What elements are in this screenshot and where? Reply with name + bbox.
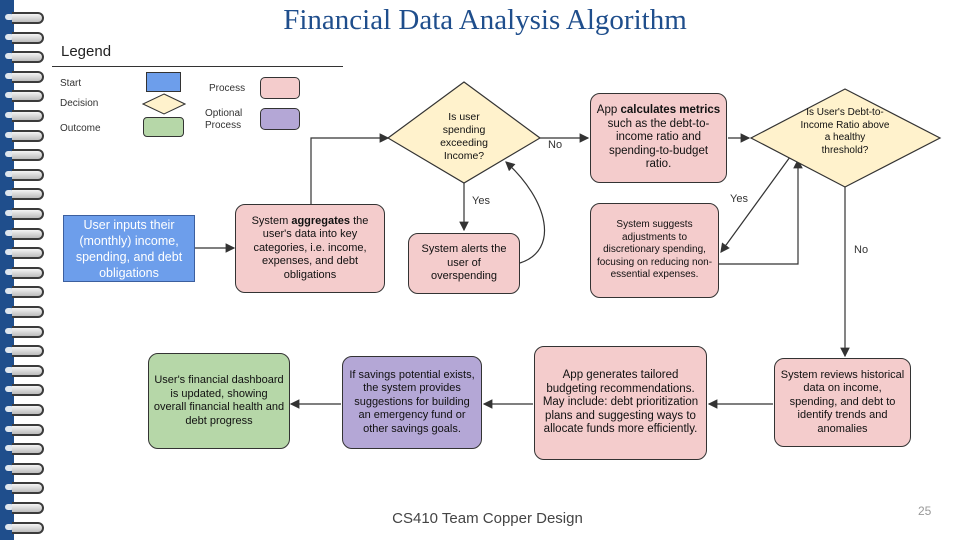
legend-process-label: Process (209, 83, 246, 94)
notebook-ring (2, 108, 44, 122)
edge-label-yes-spending: Yes (472, 195, 490, 207)
notebook-ring (2, 206, 44, 220)
calculate-metrics-box: App calculates metrics such as the debt-… (590, 93, 727, 183)
decision-ratio-shape (749, 88, 942, 188)
dashboard-outcome-box: User's financial dashboard is updated, s… (148, 353, 290, 449)
edge-aggregate-to-decision (310, 133, 390, 204)
legend-start-swatch (146, 72, 181, 92)
notebook-ring (2, 69, 44, 83)
notebook-ring (2, 363, 44, 377)
notebook-ring (2, 422, 44, 436)
notebook-ring (2, 10, 44, 24)
savings-optional-box: If savings potential exists, the system … (342, 356, 482, 449)
decision-ratio-text: Is User's Debt-to-Income Ratio above a h… (800, 107, 890, 156)
notebook-ring (2, 167, 44, 181)
notebook-ring (2, 265, 44, 279)
legend-decision-label: Decision (60, 98, 99, 109)
aggregate-process-box: System aggregates the user's data into k… (235, 204, 385, 293)
alert-process-box: System alerts the user of overspending (408, 233, 520, 294)
legend-divider (52, 66, 343, 67)
notebook-ring (2, 441, 44, 456)
notebook-ring (2, 88, 44, 103)
legend-optional-label: Optional Process (205, 108, 243, 131)
notebook-ring (2, 461, 44, 475)
notebook-ring (2, 480, 44, 495)
review-history-box: System reviews historical data on income… (774, 358, 911, 447)
aggregate-text: System aggregates the user's data into k… (251, 214, 369, 281)
start-input-box: User inputs their (monthly) income, spen… (63, 215, 195, 282)
notebook-ring (2, 324, 44, 338)
decision-spending-shape (386, 81, 542, 184)
edge-label-yes-ratio: Yes (730, 193, 748, 205)
page-title: Financial Data Analysis Algorithm (283, 4, 687, 36)
legend-decision-swatch (142, 93, 186, 115)
notebook-ring (2, 226, 44, 240)
footer-text: CS410 Team Copper Design (392, 510, 583, 527)
edge-label-no-ratio: No (854, 244, 869, 256)
notebook-ring (2, 304, 44, 318)
legend-process-swatch (260, 77, 300, 99)
page-number: 25 (918, 504, 932, 518)
notebook-ring (2, 186, 44, 201)
notebook-ring (2, 500, 44, 514)
edge-label-no-spending: No (548, 139, 563, 151)
decision-spending-text: Is user spending exceeding Income? (440, 111, 488, 162)
legend-title: Legend (61, 43, 112, 60)
edge-yes-to-adjust (720, 156, 791, 253)
notebook-ring (2, 520, 44, 534)
legend-optional-swatch (260, 108, 300, 130)
notebook-ring (2, 284, 44, 299)
notebook-ring (2, 30, 44, 44)
notebook-ring (2, 382, 44, 397)
legend-outcome-label: Outcome (60, 123, 101, 134)
notebook-ring (2, 49, 44, 64)
notebook-ring (2, 147, 44, 162)
suggest-adjustments-box: System suggests adjustments to discretio… (590, 203, 719, 298)
legend-start-label: Start (60, 78, 82, 89)
recommendations-box: App generates tailored budgeting recomme… (534, 346, 707, 460)
notebook-ring (2, 343, 44, 358)
legend-outcome-swatch (143, 117, 184, 137)
notebook-ring (2, 128, 44, 142)
calculate-text: App calculates metrics such as the debt-… (596, 104, 721, 171)
notebook-ring (2, 402, 44, 416)
notebook-ring (2, 245, 44, 260)
edge-adjust-loop (719, 158, 803, 265)
edge-alert-loop (505, 161, 545, 264)
